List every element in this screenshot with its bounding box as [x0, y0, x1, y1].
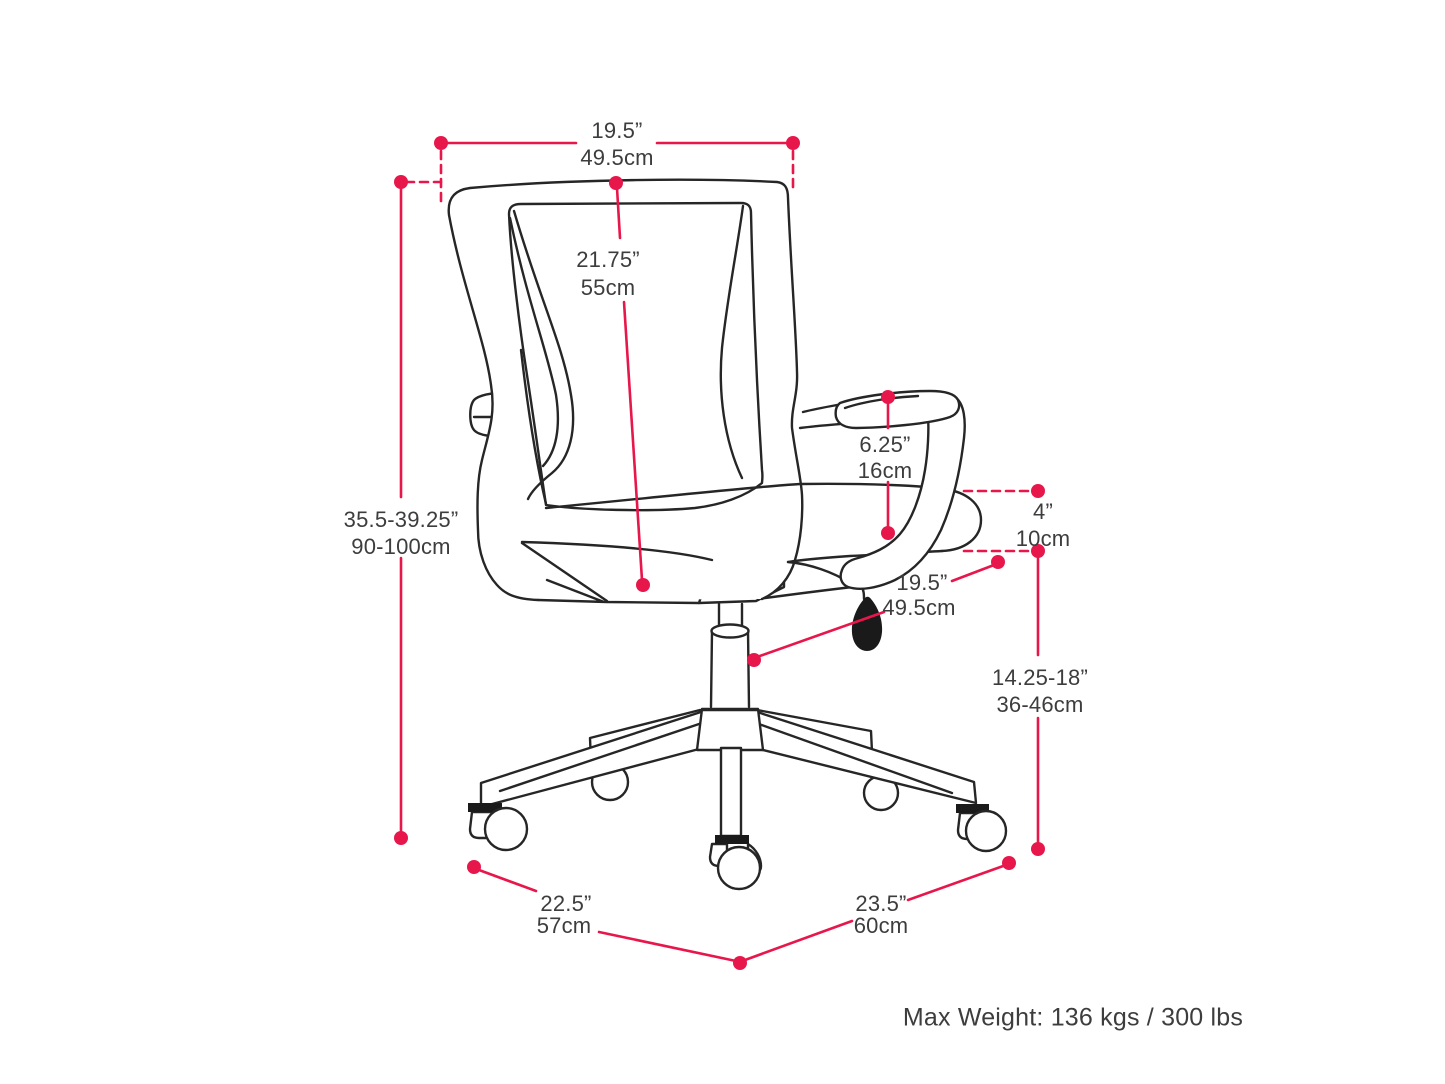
base-leg-left: [479, 709, 706, 809]
dim-back-width-inches: 19.5”: [591, 118, 643, 143]
dim-base-depth-inches: 22.5”: [540, 891, 592, 916]
dimension-base-width: [743, 856, 1016, 962]
dim-base-depth-cm: 57cm: [536, 913, 592, 938]
dim-back-width-cm: 49.5cm: [580, 145, 654, 170]
dim-base-width-inches: 23.5”: [855, 891, 907, 916]
dimension-seat-height: [1031, 556, 1045, 856]
max-weight-note: Max Weight: 136 kgs / 300 lbs: [902, 1003, 1244, 1032]
caster-right: [956, 804, 1008, 853]
dim-seat-height-inches: 14.25-18”: [992, 665, 1088, 690]
caster-left: [468, 803, 529, 852]
dim-armrest-height-inches: 6.25”: [859, 432, 911, 457]
dim-seat-height-cm: 36-46cm: [996, 692, 1084, 717]
dim-seat-thickness-cm: 10cm: [1015, 526, 1071, 551]
dimension-seat-depth: [747, 555, 1005, 667]
gas-cylinder: [701, 602, 759, 712]
dimension-back-width: [434, 136, 800, 207]
dim-seat-thickness-inches: 4”: [1033, 499, 1053, 524]
dim-back-height-inches: 21.75”: [576, 247, 640, 272]
dimension-back-height: [609, 176, 650, 592]
dimension-armrest-height: [881, 390, 895, 540]
chair-seat: [544, 482, 983, 585]
dim-back-height-cm: 55cm: [580, 275, 636, 300]
chair-backrest: [447, 178, 804, 605]
dim-overall-height-inches: 35.5-39.25”: [343, 507, 459, 532]
dimension-base-depth: [467, 860, 747, 970]
dimension-overall-height: [394, 175, 443, 845]
dim-seat-depth-inches: 19.5”: [896, 570, 948, 595]
armrest-right: [798, 389, 966, 590]
caster-front: [708, 835, 763, 891]
adjustment-lever: [851, 596, 883, 651]
dim-armrest-height-cm: 16cm: [857, 458, 913, 483]
dimension-seat-thickness: [962, 484, 1045, 558]
base-hub: [695, 707, 765, 838]
dim-seat-depth-cm: 49.5cm: [882, 595, 956, 620]
dim-base-width-cm: 60cm: [853, 913, 909, 938]
dim-overall-height-cm: 90-100cm: [351, 534, 451, 559]
